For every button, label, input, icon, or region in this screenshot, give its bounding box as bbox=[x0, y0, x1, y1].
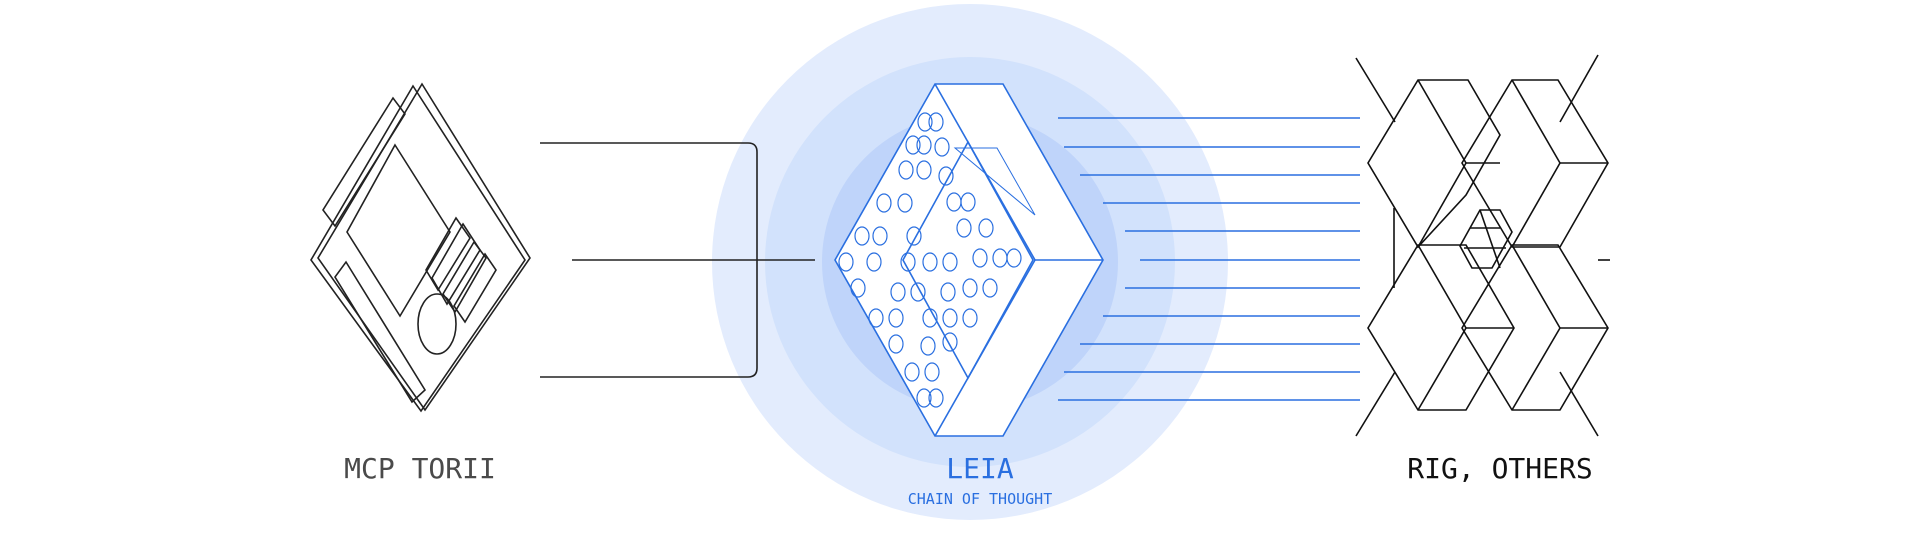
chip-cube-icon bbox=[834, 83, 1104, 437]
label-mcp-torii: MCP TORII bbox=[344, 452, 496, 485]
left-connector bbox=[540, 142, 815, 378]
right-connector-lines bbox=[1058, 117, 1360, 401]
interlocking-blocks-icon bbox=[1355, 54, 1610, 437]
tablet-device-icon bbox=[310, 82, 531, 413]
label-rig-others: RIG, OTHERS bbox=[1407, 452, 1593, 485]
label-leia: LEIA bbox=[946, 452, 1014, 485]
chip-cells bbox=[838, 112, 1022, 408]
label-chain-of-thought: CHAIN OF THOUGHT bbox=[907, 490, 1053, 508]
